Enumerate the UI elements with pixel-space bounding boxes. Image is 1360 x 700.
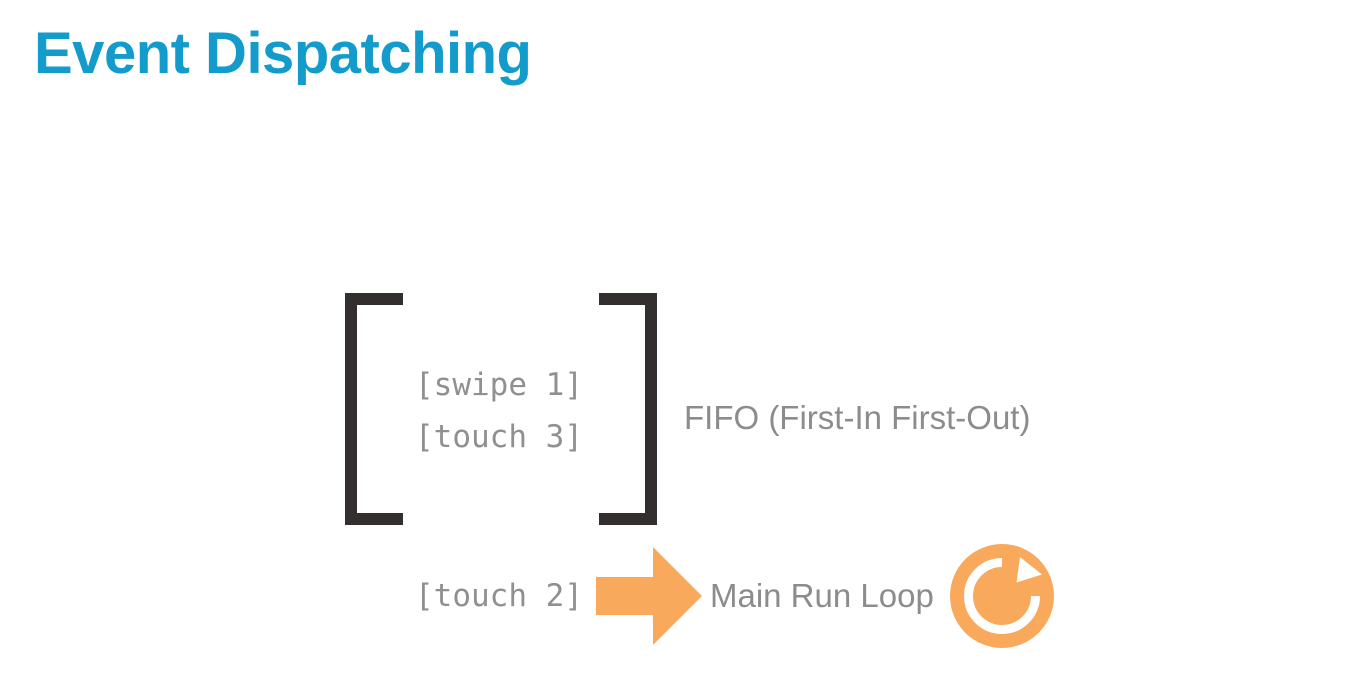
queue-bracket-left bbox=[345, 293, 403, 525]
dispatch-row: [touch 2] Main Run Loop bbox=[415, 540, 1054, 652]
event-queue: [swipe 1] [touch 3] bbox=[345, 293, 657, 525]
dispatched-event: [touch 2] bbox=[415, 577, 583, 614]
queue-item: [touch 3] bbox=[415, 419, 583, 455]
queue-item: [swipe 1] bbox=[415, 367, 583, 403]
refresh-circle-icon bbox=[949, 544, 1054, 648]
page-title: Event Dispatching bbox=[34, 21, 532, 86]
fifo-caption: FIFO (First-In First-Out) bbox=[684, 399, 1031, 436]
arrow-right-icon bbox=[595, 547, 702, 645]
queue-item-list: [swipe 1] [touch 3] bbox=[415, 359, 595, 463]
main-run-loop-label: Main Run Loop bbox=[709, 577, 934, 615]
queue-bracket-right bbox=[599, 293, 657, 525]
